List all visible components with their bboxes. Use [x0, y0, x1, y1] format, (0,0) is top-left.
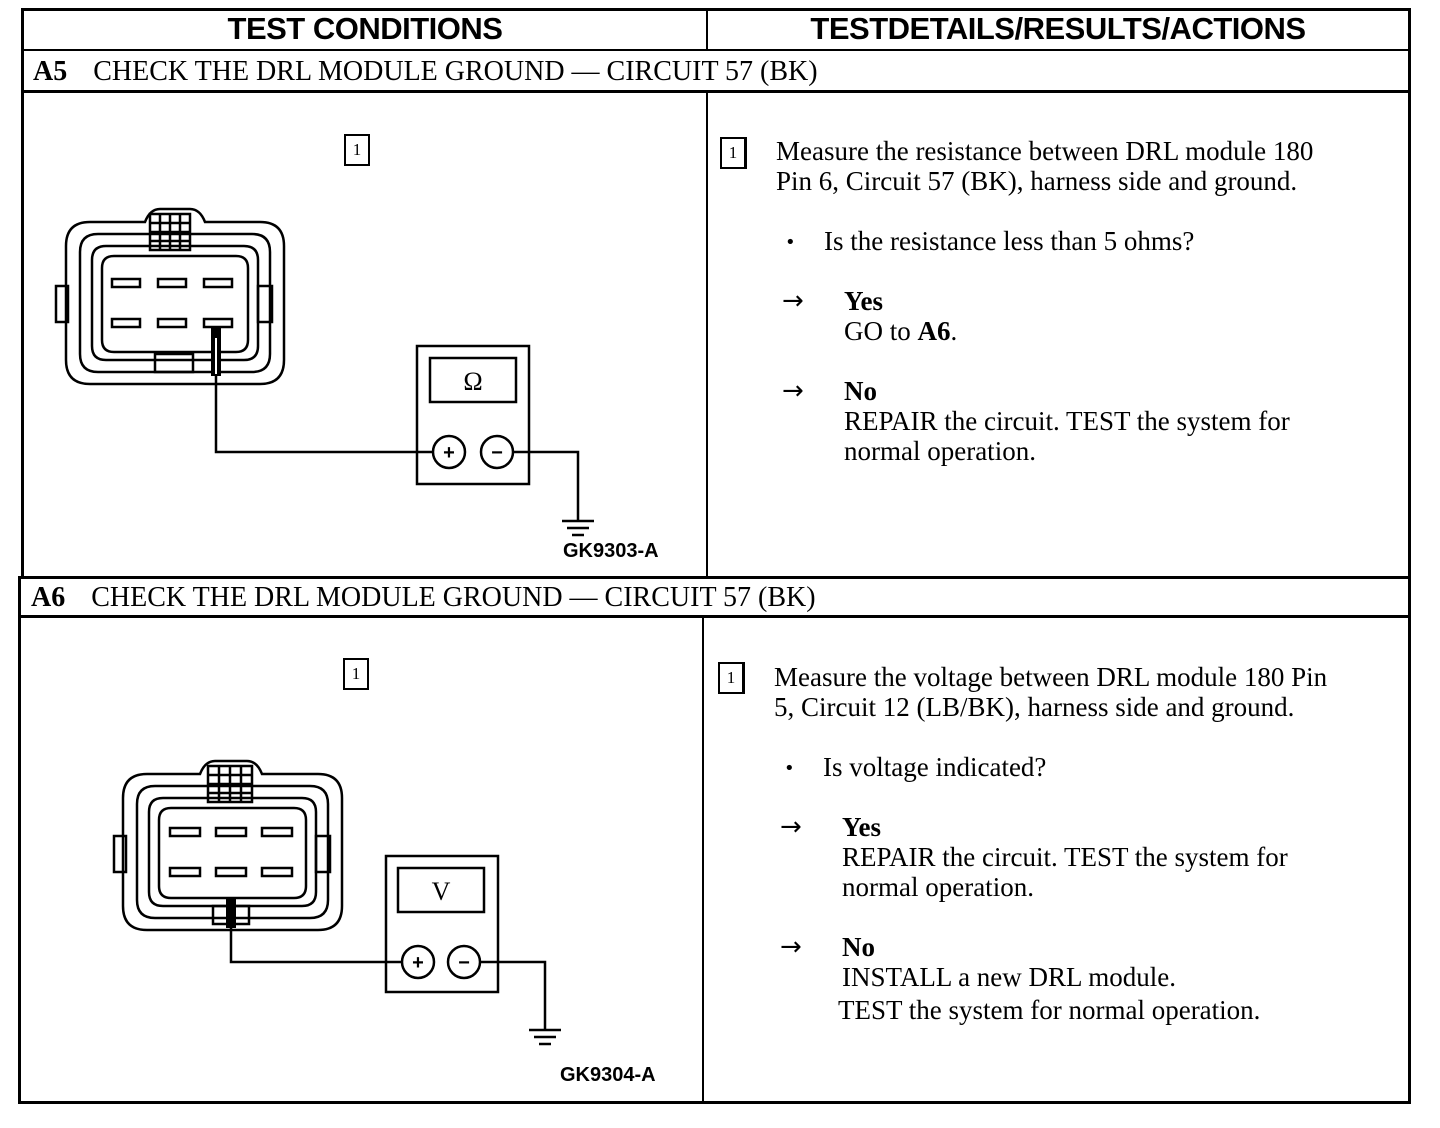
a6-question: Is voltage indicated? [823, 752, 1047, 782]
header-divider [21, 49, 1411, 51]
a5-yes-arrow: → [782, 286, 804, 316]
a6-instruction-line-2: 5, Circuit 12 (LB/BK), harness side and … [774, 692, 1295, 722]
a6-step-id: A6 [31, 582, 66, 613]
a6-figure-code: GK9304-A [560, 1064, 656, 1086]
a5-yes-action-suffix: . [950, 316, 958, 346]
a6-instruction-line-1: Measure the voltage between DRL module 1… [774, 662, 1328, 692]
a5-title-divider [21, 90, 1411, 93]
a6-no-arrow: → [780, 932, 802, 962]
a6-diagram-step-number: 1 [343, 658, 369, 690]
table-border-right [1408, 8, 1411, 1104]
a5-yes-label: Yes [844, 286, 883, 316]
a6-connector-diagram: V + − [112, 759, 561, 1046]
a5-meter-symbol: Ω [463, 367, 482, 396]
a6-yes-action-line-2: normal operation. [842, 872, 1034, 902]
column-divider-a5 [706, 92, 708, 578]
a6-no-action-line-1: INSTALL a new DRL module. [842, 962, 1177, 992]
a5-step-id: A5 [33, 56, 68, 87]
test-details-header: TESTDETAILS/RESULTS/ACTIONS [810, 11, 1306, 46]
a5-yes-action: GO to A6. [844, 316, 957, 346]
a6-meter-symbol: V [432, 877, 451, 906]
test-conditions-header: TEST CONDITIONS [227, 11, 503, 46]
a6-meter-minus: − [458, 952, 470, 974]
a5-step-title: CHECK THE DRL MODULE GROUND — CIRCUIT 57… [93, 56, 818, 87]
a6-yes-arrow: → [780, 812, 802, 842]
a5-instruction-line-2: Pin 6, Circuit 57 (BK), harness side and… [776, 166, 1298, 196]
a5-yes-action-prefix: GO to [844, 316, 918, 346]
a6-title-bottom-divider [18, 615, 1411, 618]
a6-title-row: A6 CHECK THE DRL MODULE GROUND — CIRCUIT … [31, 580, 816, 616]
a5-figure-code: GK9303-A [563, 540, 659, 562]
a6-yes-label: Yes [842, 812, 881, 842]
table-border-left [21, 8, 24, 578]
a5-step-number: 1 [720, 137, 747, 169]
a6-step-number: 1 [718, 662, 745, 694]
table-border-left-lower [18, 576, 21, 1104]
a5-instruction-line-1: Measure the resistance between DRL modul… [776, 136, 1314, 166]
a5-question-bullet: • [785, 232, 796, 253]
a5-question: Is the resistance less than 5 ohms? [824, 226, 1195, 256]
a5-connector-diagram: Ω + − [54, 207, 594, 537]
a5-meter-plus: + [443, 442, 455, 464]
a6-step-title: CHECK THE DRL MODULE GROUND — CIRCUIT 57… [91, 582, 816, 613]
a5-yes-action-target: A6 [917, 316, 951, 346]
a5-no-action-line-1: REPAIR the circuit. TEST the system for [844, 406, 1290, 436]
column-divider-a6 [702, 617, 704, 1103]
a5-no-action-line-2: normal operation. [844, 436, 1036, 466]
a5-no-label: No [844, 376, 877, 406]
table-border-bottom [18, 1101, 1411, 1104]
a6-yes-action-line-1: REPAIR the circuit. TEST the system for [842, 842, 1288, 872]
a6-question-bullet: • [784, 758, 795, 779]
a5-no-arrow: → [782, 376, 804, 406]
a5-meter-minus: − [491, 442, 503, 464]
column-divider-header [706, 8, 708, 51]
table-border-top [21, 8, 1411, 11]
a6-meter-plus: + [412, 952, 424, 974]
a6-no-label: No [842, 932, 875, 962]
a5-diagram-step-number: 1 [344, 134, 370, 166]
a5-title-row: A5 CHECK THE DRL MODULE GROUND — CIRCUIT … [33, 54, 818, 90]
a6-no-action-line-2: TEST the system for normal operation. [838, 995, 1261, 1025]
a6-title-top-divider [18, 576, 1411, 579]
